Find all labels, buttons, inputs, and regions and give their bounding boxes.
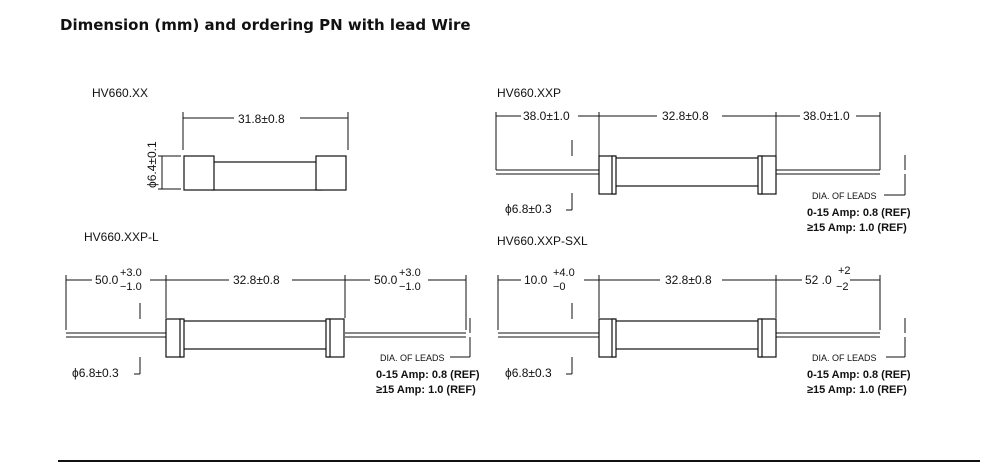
lead-right-minus: −2	[836, 281, 849, 293]
amp-low-note: 0-15 Amp: 0.8 (REF)	[376, 369, 480, 381]
amp-low-note: 0-15 Amp: 0.8 (REF)	[807, 369, 911, 381]
lead-right-minus: −1.0	[399, 281, 421, 293]
length-dimension: 32.8±0.8	[665, 273, 712, 287]
amp-high-note: ≥15 Amp: 1.0 (REF)	[807, 384, 907, 396]
lead-right-dimension: 38.0±1.0	[803, 109, 850, 123]
page-title: Dimension (mm) and ordering PN with lead…	[60, 16, 471, 34]
model-label-hv660-xx: HV660.XX	[92, 86, 148, 100]
drawing-hv660-xxp: HV660.XXP 38.0±1.0 32.8±0.8 38.0±1.0 ϕ6.…	[495, 86, 911, 234]
lead-left-minus: −1.0	[120, 281, 142, 293]
amp-low-note: 0-15 Amp: 0.8 (REF)	[807, 207, 911, 219]
diameter-dimension: ϕ6.4±0.1	[145, 141, 159, 188]
amp-high-note: ≥15 Amp: 1.0 (REF)	[376, 384, 476, 396]
drawing-hv660-xxp-sxl: HV660.XXP-SXL 10.0 +4.0 −0 32.8±0.8 52 .…	[497, 234, 911, 396]
length-dimension: 31.8±0.8	[238, 112, 285, 126]
lead-right-base: 50.0	[374, 273, 398, 287]
length-dimension: 32.8±0.8	[233, 273, 280, 287]
diameter-dimension: ϕ6.8±0.3	[505, 202, 552, 216]
leads-note: DIA. OF LEADS	[812, 353, 877, 363]
diameter-dimension: ϕ6.8±0.3	[72, 366, 119, 380]
model-label-hv660-xxp-l: HV660.XXP-L	[84, 230, 159, 244]
drawing-hv660-xx: HV660.XX 31.8±0.8 ϕ6.4±0.1	[92, 86, 349, 191]
model-label-hv660-xxp-sxl: HV660.XXP-SXL	[497, 234, 588, 248]
bottom-divider	[58, 460, 980, 462]
lead-left-minus: −0	[553, 281, 566, 293]
leads-note: DIA. OF LEADS	[812, 191, 877, 201]
lead-left-base: 50.0	[95, 273, 119, 287]
lead-right-plus: +2	[838, 265, 851, 277]
lead-left-plus: +3.0	[120, 267, 142, 279]
drawing-hv660-xxp-l: HV660.XXP-L 50.0 +3.0 −1.0 32.8±0.8 50.0…	[65, 230, 480, 396]
diameter-dimension: ϕ6.8±0.3	[505, 366, 552, 380]
model-label-hv660-xxp: HV660.XXP	[497, 86, 561, 100]
lead-left-plus: +4.0	[553, 267, 575, 279]
amp-high-note: ≥15 Amp: 1.0 (REF)	[807, 222, 907, 234]
lead-right-plus: +3.0	[399, 267, 421, 279]
lead-left-dimension: 38.0±1.0	[523, 109, 570, 123]
length-dimension: 32.8±0.8	[662, 109, 709, 123]
lead-left-base: 10.0	[524, 273, 548, 287]
leads-note: DIA. OF LEADS	[380, 353, 445, 363]
lead-right-base: 52 .0	[805, 273, 832, 287]
